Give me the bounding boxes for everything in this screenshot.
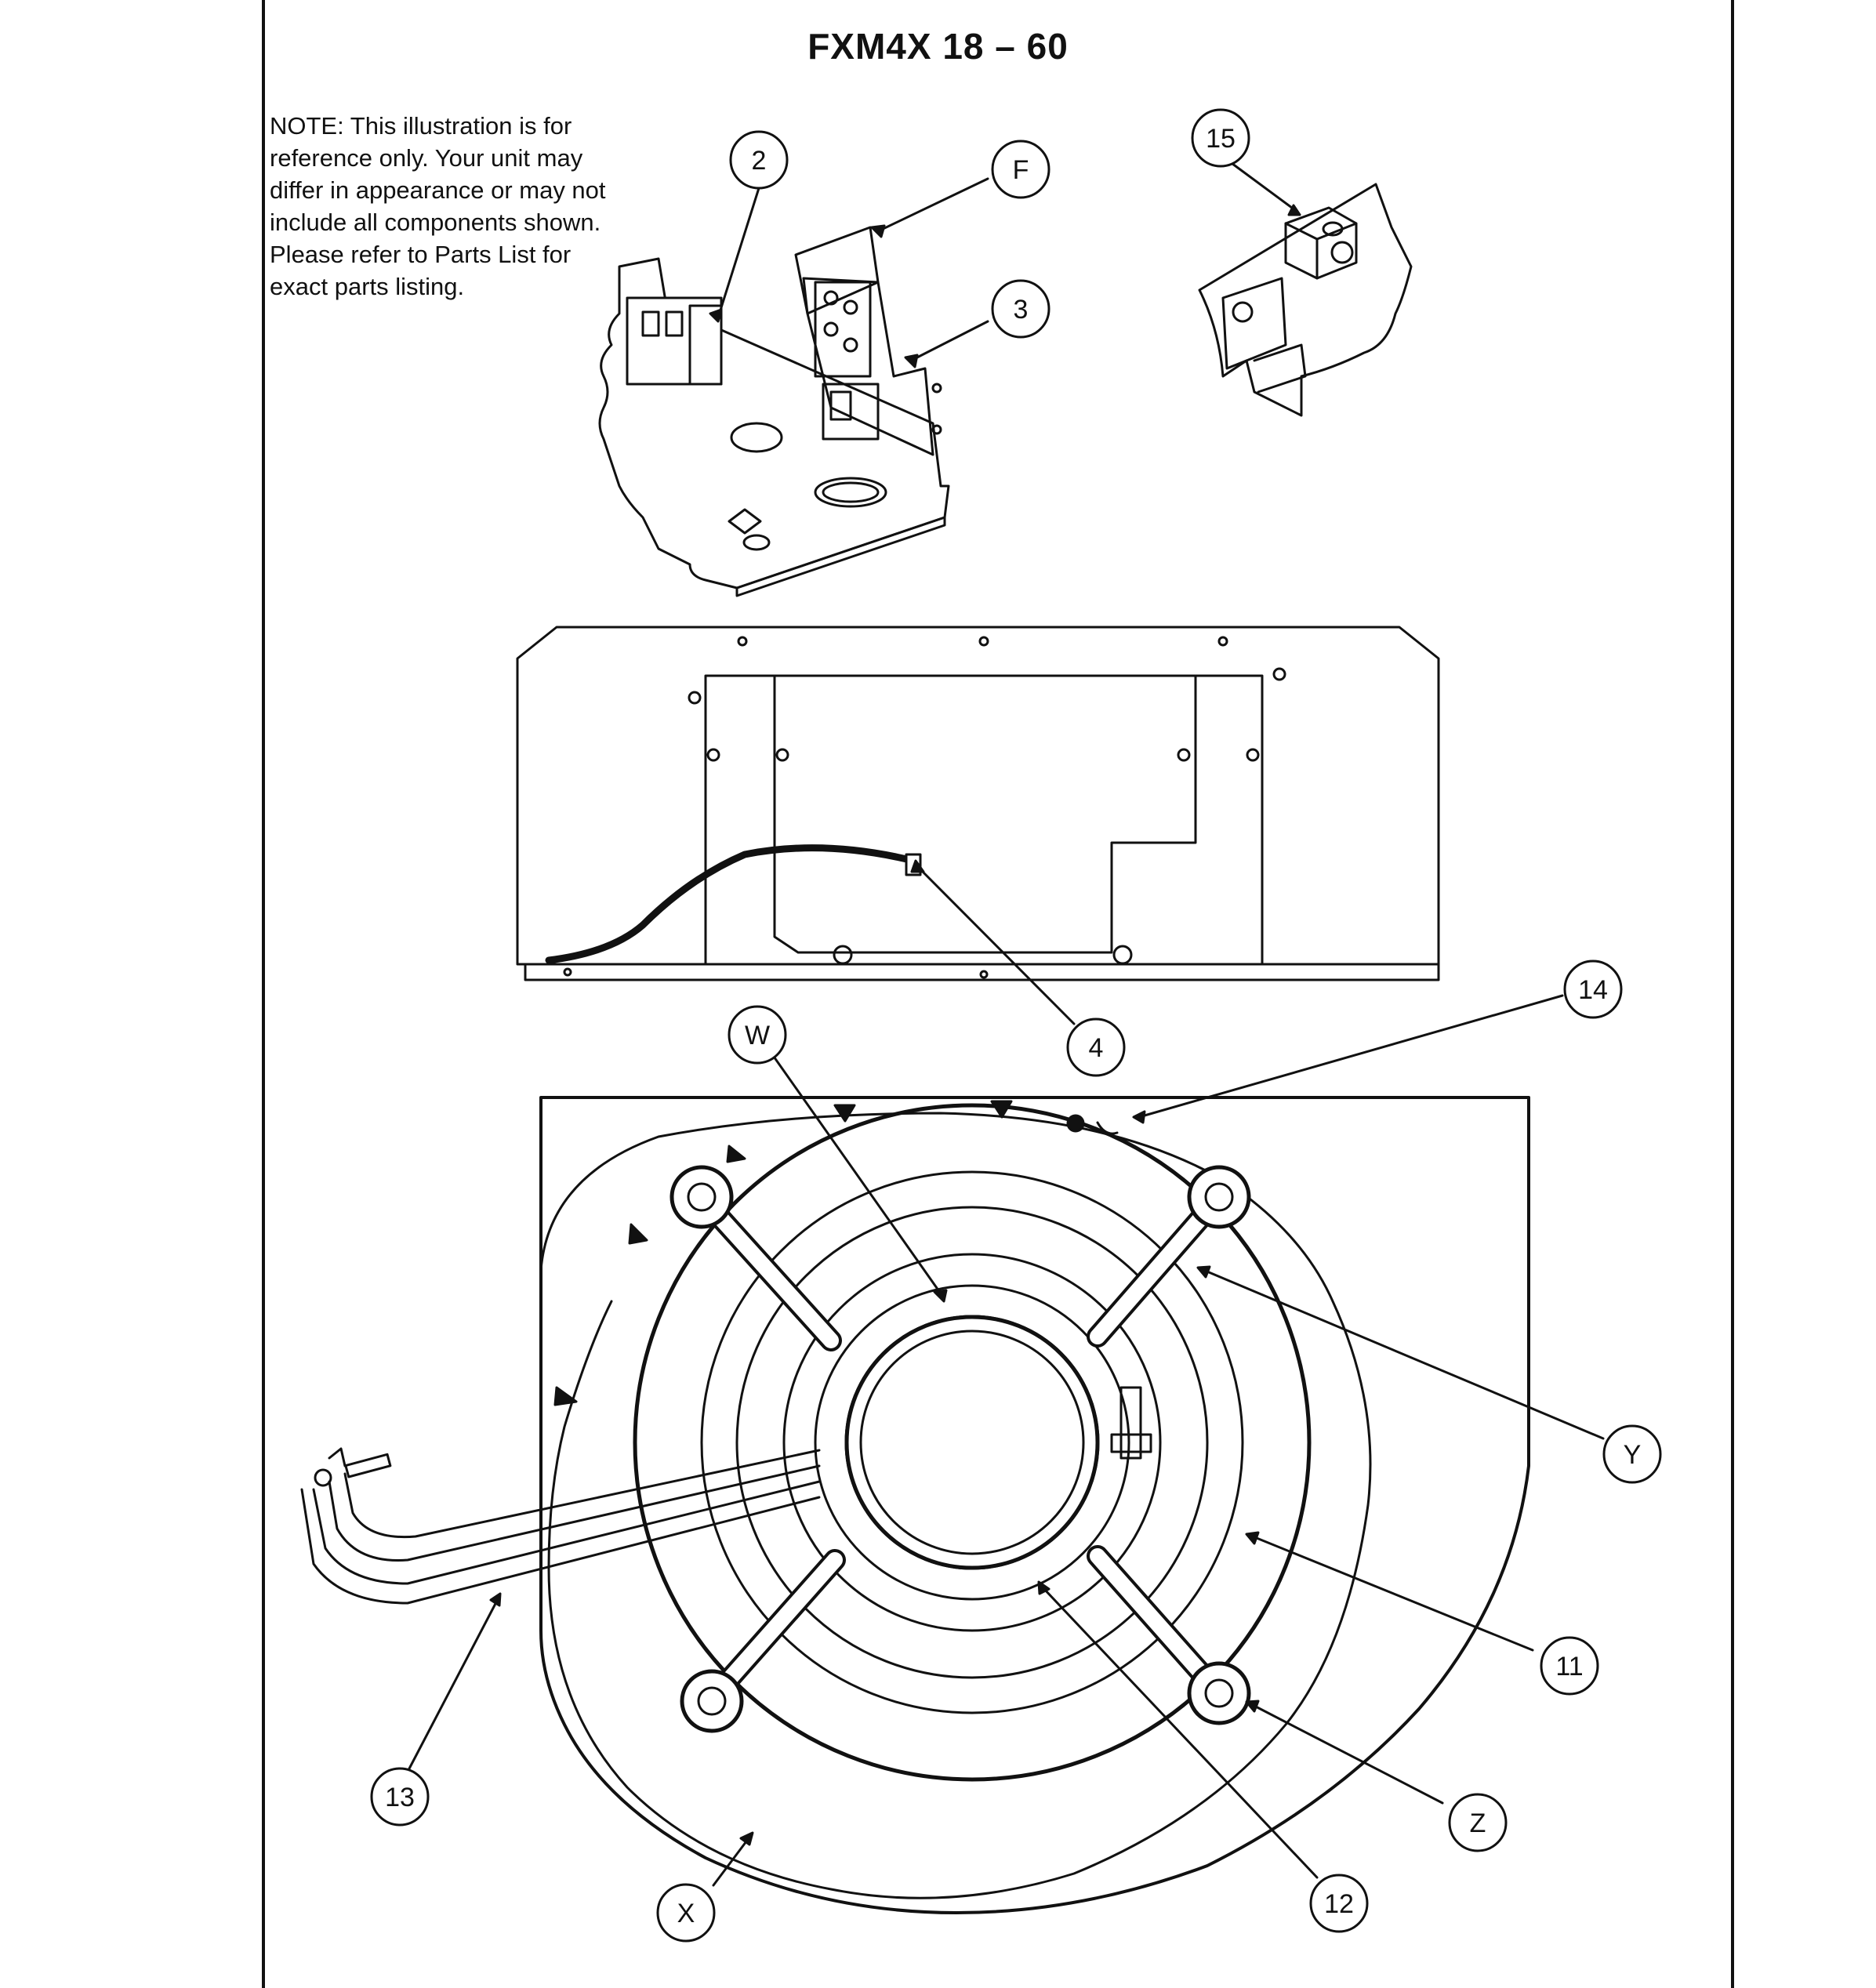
callout-3: 3	[991, 279, 1050, 339]
callout-label: 15	[1206, 124, 1236, 154]
callout-12: 12	[1309, 1874, 1369, 1933]
callout-label: X	[677, 1899, 695, 1928]
callout-label: 11	[1555, 1652, 1583, 1681]
reference-note: NOTE: This illustration is for reference…	[270, 112, 606, 300]
callout-13: 13	[370, 1767, 430, 1827]
callout-F: F	[991, 140, 1050, 199]
leader-lines	[406, 155, 1605, 1887]
page-title: FXM4X 18 – 60	[807, 26, 1069, 67]
callout-label: 13	[385, 1783, 415, 1812]
bracket-assembly	[1198, 183, 1413, 417]
callout-label: W	[745, 1021, 770, 1050]
callout-Z: Z	[1448, 1793, 1508, 1852]
callout-label: F	[1013, 155, 1029, 185]
callout-14: 14	[1563, 960, 1623, 1019]
control-box-assembly	[598, 226, 950, 597]
callout-W: W	[728, 1005, 787, 1065]
callout-label: 4	[1089, 1033, 1104, 1063]
callout-Y: Y	[1602, 1424, 1662, 1484]
callout-X: X	[656, 1883, 716, 1943]
callout-label: 2	[752, 146, 767, 176]
callout-4: 4	[1066, 1018, 1126, 1077]
callout-11: 11	[1540, 1636, 1599, 1696]
callout-label: 3	[1014, 295, 1029, 325]
callout-label: 12	[1324, 1889, 1354, 1919]
callout-label: 14	[1578, 975, 1608, 1005]
callout-label: Z	[1470, 1808, 1486, 1838]
callout-label: Y	[1624, 1440, 1642, 1470]
cabinet-panel	[516, 626, 1440, 981]
callout-2: 2	[729, 130, 789, 190]
callout-15: 15	[1191, 108, 1250, 168]
blower-assembly	[300, 1096, 1530, 1914]
